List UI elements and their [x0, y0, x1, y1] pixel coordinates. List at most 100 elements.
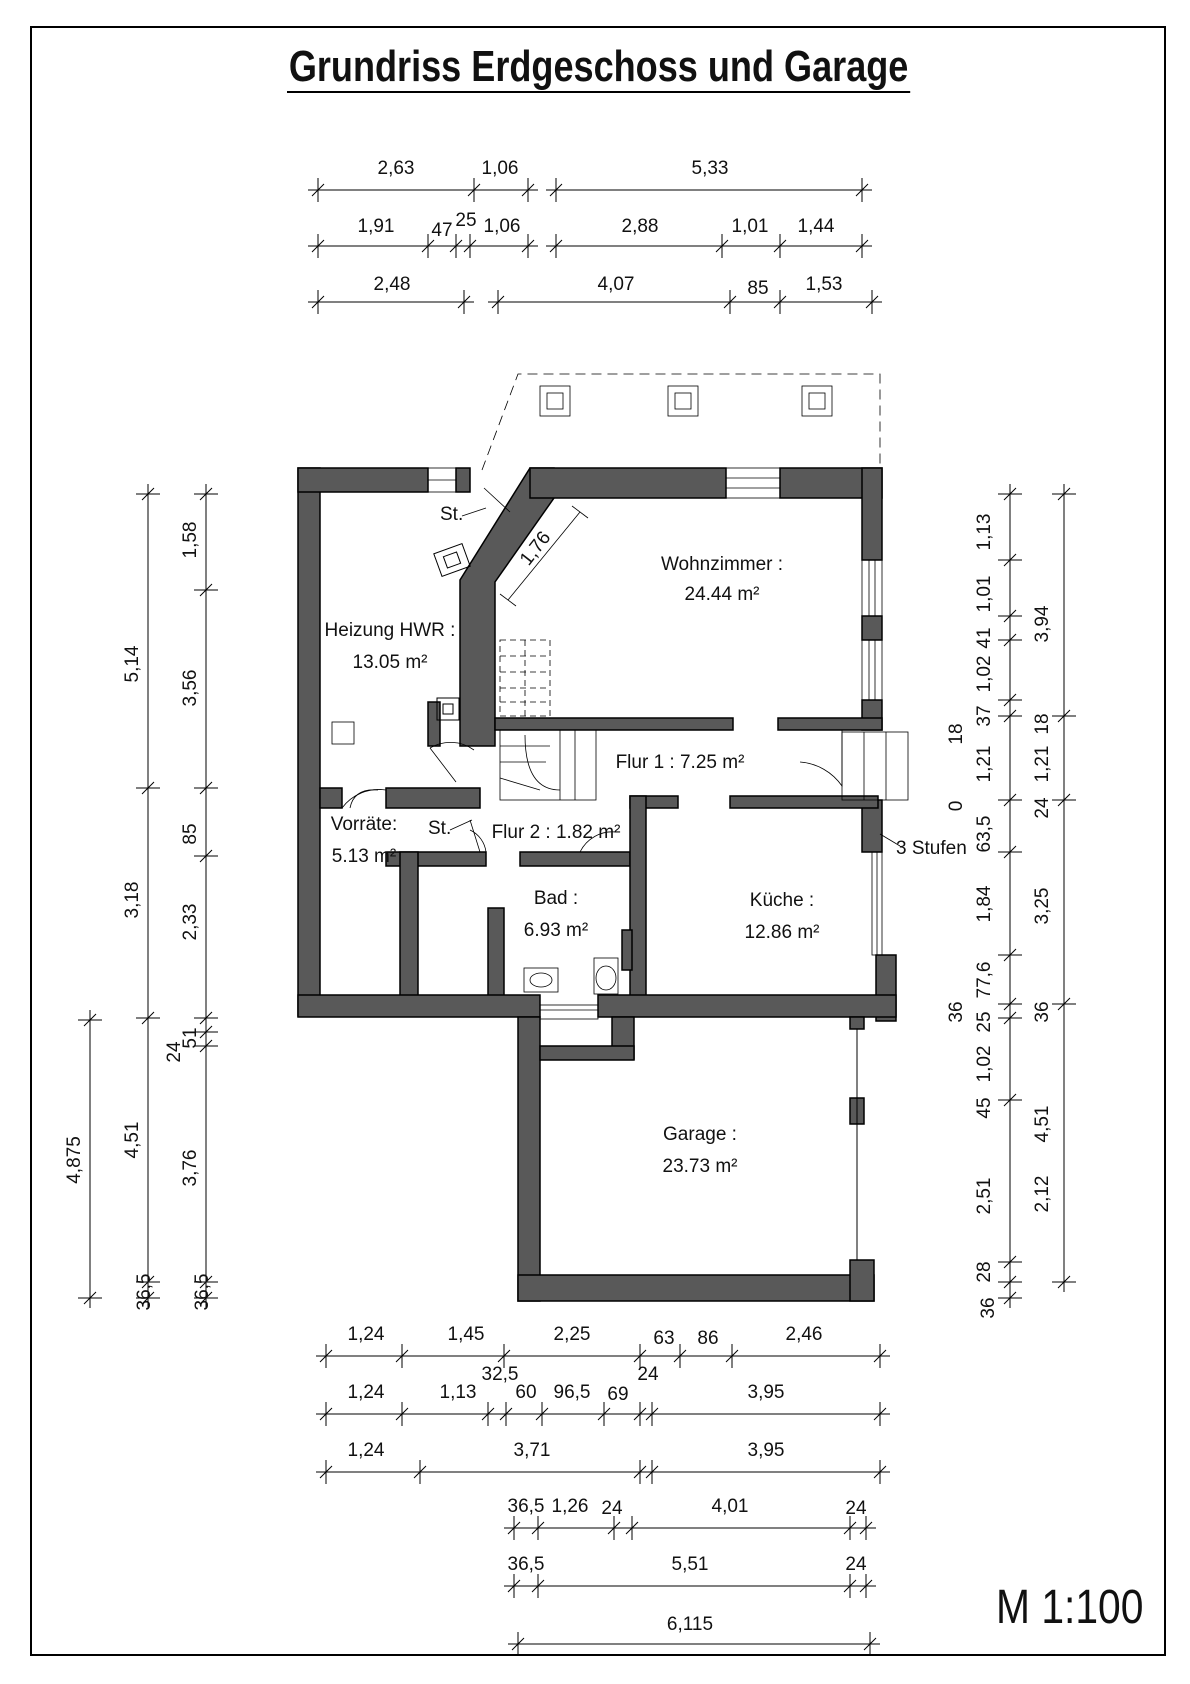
- dim-bot-r6-tick-0: [511, 1637, 525, 1651]
- dim-left-c2-1: 3,18: [122, 882, 143, 919]
- scale-label: M 1:100: [996, 1581, 1144, 1634]
- dim-bot-r4-1: 1,26: [552, 1496, 589, 1517]
- dim-bot-r3-1: 3,71: [514, 1440, 551, 1461]
- dim-bot-r2-tick-8: [873, 1407, 887, 1421]
- dim-bot-r2-tick-7: [645, 1407, 659, 1421]
- dim-right-c1-3: 36: [978, 1297, 999, 1318]
- dim-bot-r2-tick-1: [395, 1407, 409, 1421]
- dim-top-r2a-tick-0: [311, 239, 325, 253]
- dim-right-c2-5: 1,21: [974, 746, 995, 783]
- dim-left-c2-tick-0: [141, 487, 155, 501]
- dim-bot-r5-tick-1: [531, 1579, 545, 1593]
- dim-left-c2-tick-1: [141, 781, 155, 795]
- dim-bot-r2-tick-3: [499, 1407, 513, 1421]
- dim-bot-r2-6: 24: [637, 1364, 659, 1385]
- wall-north-mid: [529, 467, 727, 499]
- wall-garage-niche: [539, 1045, 635, 1061]
- dim-bot-r4-tick-0: [507, 1521, 521, 1535]
- dim-left-c1-tick-1: [83, 1291, 97, 1305]
- dim-right-c3-2: 24: [1032, 797, 1053, 819]
- wall-garage-east-stub: [849, 1259, 875, 1302]
- dim-left-c3-tick-0: [199, 487, 213, 501]
- label-heizung: Heizung HWR :: [325, 620, 456, 641]
- label-flur2: Flur 2 : 1.82 m²: [492, 822, 621, 843]
- dim-right-c2-11: 45: [974, 1097, 995, 1118]
- dim-left-c3-tick-4: [199, 1011, 213, 1025]
- dim-top-r1a-tick-1: [467, 183, 481, 197]
- dim-top-r1-0: 2,63: [378, 158, 415, 179]
- dim-right-c2-13: 28: [974, 1261, 995, 1282]
- wall-heiz-vor-l: [319, 787, 343, 809]
- dim-right-c3-tick-3: [1057, 997, 1071, 1011]
- fixtures: [331, 373, 909, 1260]
- dim-right-c3-0: 18: [1032, 713, 1053, 734]
- wall-bad-stub: [487, 907, 505, 999]
- dim-bot-r2-tick-4: [535, 1407, 549, 1421]
- dim-left-c3-tick-6: [199, 1039, 213, 1053]
- dim-right-c2-10: 1,02: [974, 1046, 995, 1083]
- dim-bot-r1-tick-3: [633, 1349, 647, 1363]
- dim-bot-r1-tick-2: [497, 1349, 511, 1363]
- dim-right-c2-tick-14: [1003, 1291, 1017, 1305]
- dim-bot-r2-4: 96,5: [554, 1382, 591, 1403]
- dim-right-c2-6: 63,5: [974, 816, 995, 853]
- dim-bot-r1-tick-1: [395, 1349, 409, 1363]
- dim-right-c2-tick-3: [1003, 633, 1017, 647]
- window-north-2: [725, 467, 781, 499]
- dim-bot-r5-tick-0: [507, 1579, 521, 1593]
- dim-right-c3-6: 2,12: [1032, 1176, 1053, 1213]
- dim-left-c2-tick-4: [141, 1291, 155, 1305]
- dim-right-c3-tick-1: [1057, 709, 1071, 723]
- terrace-outline: [481, 373, 881, 471]
- dim-bot-r4-tick-2: [607, 1521, 621, 1535]
- dim-top-r2b-tick-2: [773, 239, 787, 253]
- dim-bot-r5-tick-3: [859, 1579, 873, 1593]
- dim-right-c3-tick-0: [1057, 487, 1071, 501]
- dim-top-r2-3: 1,06: [484, 216, 521, 237]
- dim-left-c1-0: 4,875: [64, 1136, 85, 1184]
- wall-bad-stub-r: [621, 929, 633, 971]
- dim-top-r3-0: 2,48: [374, 274, 411, 295]
- dim-right-c2-tick-8: [1003, 948, 1017, 962]
- dim-top-r3b-tick-2: [773, 295, 787, 309]
- washbasin: [523, 967, 559, 993]
- dim-right-c2-tick-2: [1003, 609, 1017, 623]
- dim-left-c3-3: 2,33: [180, 904, 201, 941]
- dim-right-c2-8: 77,6: [974, 962, 995, 999]
- dim-left-c3-0: 1,58: [180, 522, 201, 559]
- dim-bot-r4-tick-1: [531, 1521, 545, 1535]
- wall-int-wohn-flur: [494, 717, 734, 731]
- wall-int-wohn-flur-r: [777, 717, 883, 731]
- dim-bot-r1-tick-5: [725, 1349, 739, 1363]
- dim-top-r2-4: 2,88: [622, 216, 659, 237]
- label-garage: Garage :: [663, 1124, 737, 1145]
- dim-top-r1-2: 5,33: [692, 158, 729, 179]
- dim-right-c3-tick-2: [1057, 793, 1071, 807]
- dim-right-c3-tick-4: [1057, 1275, 1071, 1289]
- toilet: [593, 957, 619, 995]
- dim-left-c2-0: 5,14: [122, 645, 143, 682]
- dim-bot-r5-tick-2: [843, 1579, 857, 1593]
- wall-south-left: [297, 994, 541, 1018]
- dim-top-r1b-tick-1: [855, 183, 869, 197]
- label-stufen: 3 Stufen: [896, 838, 967, 859]
- dim-top-r2a-tick-1: [421, 239, 435, 253]
- dim-bot-r5-2: 24: [845, 1554, 867, 1575]
- dim-right-c2-tick-12: [1003, 1255, 1017, 1269]
- dim-bot-r1-tick-6: [873, 1349, 887, 1363]
- dim-bot-r2-0: 1,24: [348, 1382, 385, 1403]
- dim-right-c2-tick-4: [1003, 693, 1017, 707]
- dim-right-c2-4: 37: [974, 705, 995, 726]
- area-kueche: 12.86 m²: [745, 922, 820, 943]
- dim-left-c3-5: 24: [164, 1041, 185, 1063]
- label-kueche: Küche :: [750, 890, 814, 911]
- dim-left-c1-tick-0: [83, 1013, 97, 1027]
- dim-top-r1a-tick-0: [311, 183, 325, 197]
- dim-right-c2-3: 1,02: [974, 656, 995, 693]
- label-flur1: Flur 1 : 7.25 m²: [616, 752, 745, 773]
- dim-right-c2-tick-11: [1003, 1093, 1017, 1107]
- dim-bot-r2-5: 69: [607, 1384, 628, 1405]
- dim-top-r3a-tick-1: [457, 295, 471, 309]
- dim-bot-r3-tick-1: [413, 1465, 427, 1479]
